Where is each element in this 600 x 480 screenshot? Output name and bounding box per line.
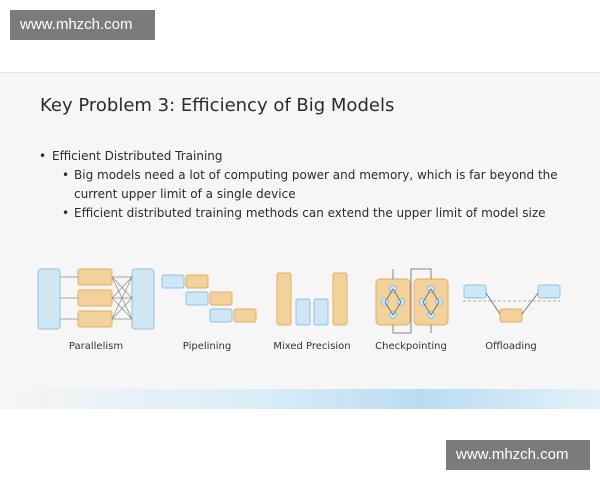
caption-parallelism: Parallelism bbox=[68, 341, 124, 352]
sub-bullet-line-1: Big models need a lot of computing power… bbox=[74, 168, 558, 182]
slide: Key Problem 3: Efficiency of Big Models … bbox=[0, 72, 600, 409]
caption-pipelining: Pipelining bbox=[182, 341, 232, 352]
watermark-bottom: www.mhzch.com bbox=[446, 440, 590, 470]
sub-bullet-line-2: current upper limit of a single device bbox=[74, 187, 296, 201]
sub-bullet-distributed-methods: Efficient distributed training methods c… bbox=[38, 204, 578, 223]
bullet-efficient-distributed-training: Efficient Distributed Training bbox=[38, 147, 578, 166]
caption-checkpointing: Checkpointing bbox=[375, 341, 447, 352]
pipelining-diagram bbox=[161, 274, 257, 323]
technique-figures bbox=[37, 268, 561, 334]
caption-mixed-precision: Mixed Precision bbox=[273, 341, 351, 352]
slide-title: Key Problem 3: Efficiency of Big Models bbox=[40, 95, 395, 116]
offloading-diagram bbox=[463, 284, 561, 323]
mixed-precision-diagram bbox=[276, 272, 348, 326]
parallelism-diagram bbox=[37, 268, 155, 330]
sub-bullet-computing-power: Big models need a lot of computing power… bbox=[38, 166, 578, 204]
slide-footer-bar bbox=[0, 389, 600, 409]
checkpointing-diagram bbox=[375, 268, 449, 334]
watermark-top: www.mhzch.com bbox=[10, 10, 155, 40]
caption-offloading: Offloading bbox=[485, 341, 537, 352]
bullet-list: Efficient Distributed Training Big model… bbox=[38, 147, 578, 223]
